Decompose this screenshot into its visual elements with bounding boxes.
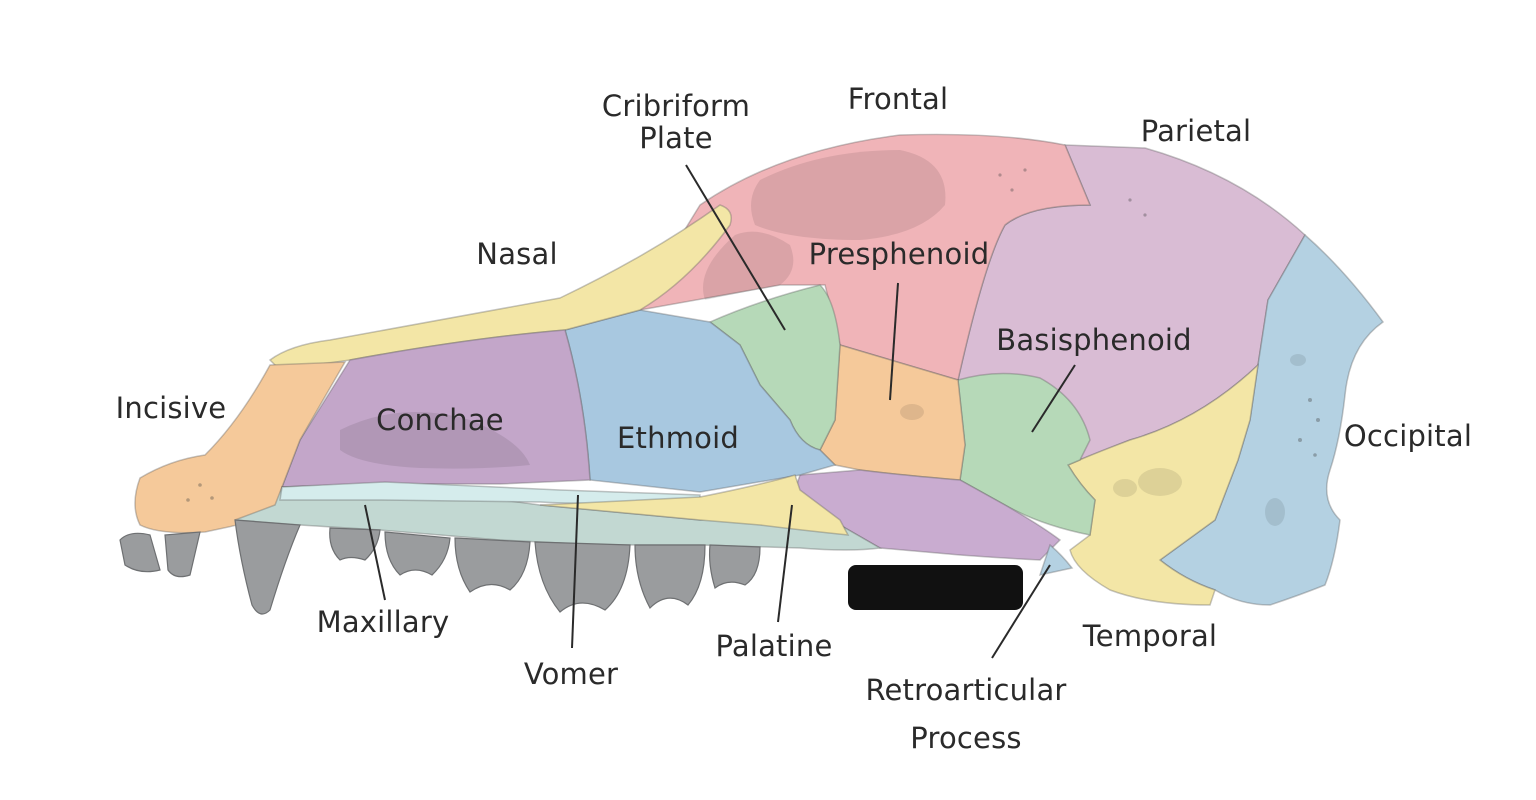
- label-nasal: Nasal: [476, 237, 557, 271]
- label-cribriform-line2: Plate: [639, 121, 713, 155]
- foramina: [186, 168, 1320, 526]
- label-incisive: Incisive: [116, 391, 227, 425]
- redaction-bar: [848, 565, 1023, 610]
- frontal-sinus: [751, 150, 946, 240]
- palatine-bone: [539, 474, 850, 536]
- label-parietal: Parietal: [1141, 114, 1252, 148]
- canine-tooth: [234, 519, 301, 615]
- basisphenoid-leader: [1031, 364, 1076, 433]
- cribriform-leader: [685, 164, 786, 331]
- basisphenoid-bone: [957, 372, 1096, 536]
- molar-tooth: [708, 544, 761, 590]
- label-basisphenoid: Basisphenoid: [996, 323, 1192, 357]
- label-temporal: Temporal: [1082, 619, 1217, 653]
- label-maxillary: Maxillary: [317, 605, 450, 639]
- vomer-leader: [571, 494, 579, 649]
- label-palatine: Palatine: [715, 629, 832, 663]
- label-cribriform-line1: Cribriform: [602, 89, 750, 123]
- frontal-bone: [638, 133, 1092, 381]
- label-retroarticular-line2: Process: [910, 721, 1021, 755]
- temporal-bone: [1066, 362, 1260, 606]
- premolar-tooth: [384, 531, 451, 576]
- carnassial-tooth: [534, 541, 631, 613]
- label-occipital: Occipital: [1344, 419, 1472, 453]
- palatine-leader: [777, 504, 793, 623]
- label-frontal: Frontal: [848, 82, 949, 116]
- skull-bones: [134, 133, 1385, 606]
- label-presphenoid: Presphenoid: [809, 237, 990, 271]
- conchae-bone: [280, 329, 591, 488]
- cribriform-plate: [708, 284, 841, 451]
- label-ethmoid: Ethmoid: [617, 421, 739, 455]
- incisor-tooth: [164, 531, 201, 578]
- molar-tooth: [634, 544, 706, 609]
- maxillary-leader: [364, 504, 386, 601]
- teeth: [119, 519, 761, 615]
- labels: Cribriform Plate Frontal Parietal Nasal …: [116, 82, 1472, 755]
- retroarticular-leader: [991, 564, 1051, 659]
- pterygoid-region: [794, 469, 1062, 561]
- label-vomer: Vomer: [524, 657, 618, 691]
- label-retroarticular-line1: Retroarticular: [865, 673, 1066, 707]
- premolar-tooth: [454, 537, 531, 593]
- conchae-scroll: [340, 412, 530, 469]
- frontal-sinus-inner: [703, 231, 794, 300]
- premolar-tooth: [329, 527, 381, 561]
- leader-lines: [364, 164, 1076, 659]
- label-conchae: Conchae: [376, 403, 504, 437]
- incisor-tooth: [119, 532, 161, 573]
- presphenoid-leader: [889, 282, 899, 401]
